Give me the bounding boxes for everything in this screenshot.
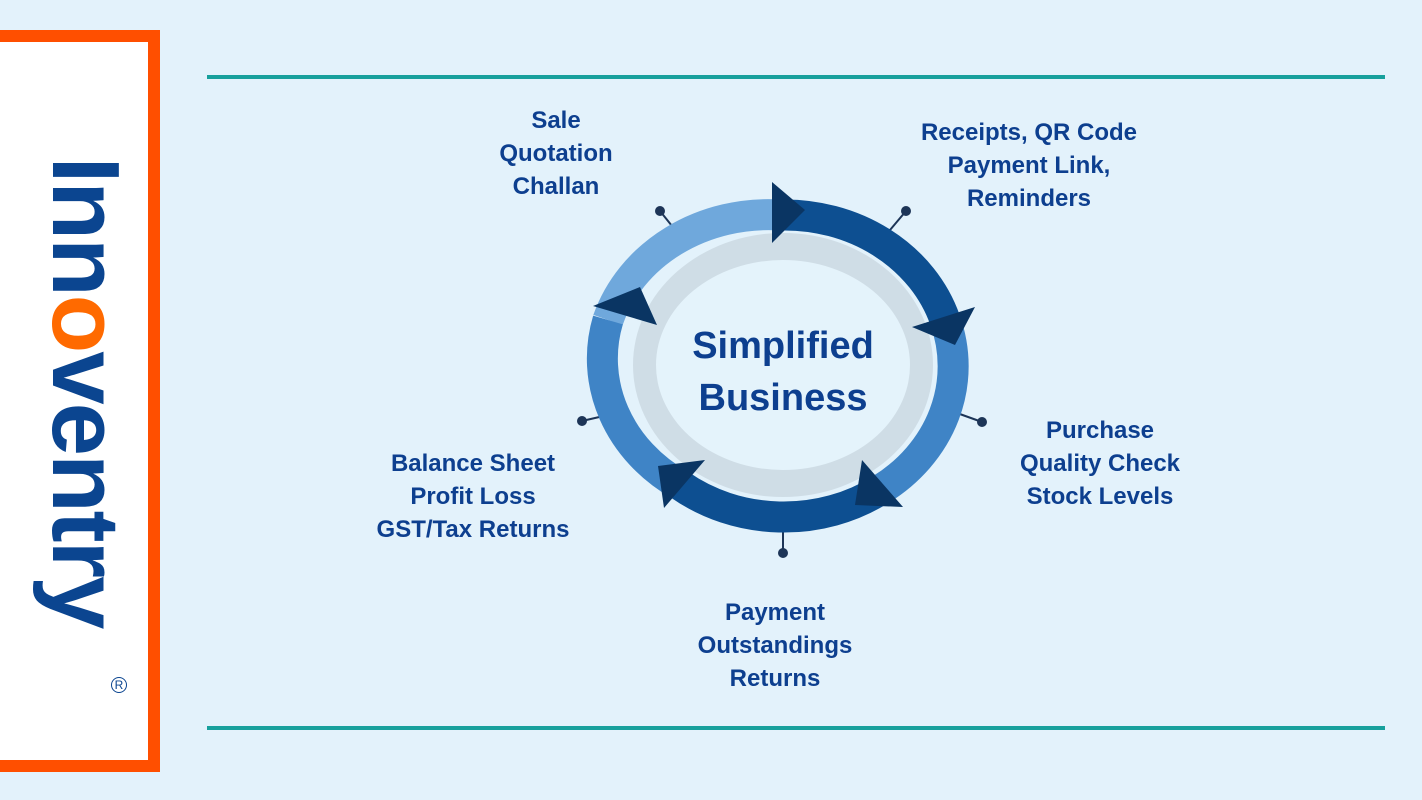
stage-line: Balance Sheet — [390, 450, 556, 477]
arrow-right — [912, 307, 975, 345]
stage-line: Stock Levels — [1026, 483, 1174, 510]
ring-segment-left — [586, 315, 688, 499]
stage-line: Payment Link, — [947, 152, 1111, 179]
center-line-1: Simplified — [692, 325, 874, 367]
ring-segment-top-right — [779, 199, 960, 326]
stage-receipts: Receipts, QR Code Payment Link, Reminder… — [921, 116, 1137, 215]
center-line-2: Business — [698, 377, 868, 419]
ring-segment-right — [871, 314, 969, 504]
arrow-left — [593, 287, 657, 325]
stage-line: Profit Loss — [410, 483, 536, 510]
stage-line: Returns — [729, 665, 821, 692]
arrow-bottom-right — [855, 460, 903, 507]
connector-dot — [577, 416, 587, 426]
registered-mark: R — [111, 677, 127, 693]
stage-line: Quotation — [499, 140, 613, 167]
center-title: Simplified Business — [692, 320, 874, 424]
stage-line: Challan — [512, 173, 600, 200]
bottom-divider — [207, 726, 1385, 730]
stage-purchase: Purchase Quality Check Stock Levels — [1020, 414, 1180, 513]
center-disc — [656, 260, 910, 470]
arrow-bottom-left — [658, 460, 705, 508]
stage-line: Outstandings — [697, 632, 853, 659]
stage-sales: Sale Quotation Challan — [499, 104, 612, 203]
connector-dot — [901, 206, 911, 216]
stage-line: Quality Check — [1019, 450, 1181, 477]
connector-dot — [778, 548, 788, 558]
stage-payment: Payment Outstandings Returns — [698, 596, 853, 695]
connector-dot — [655, 206, 665, 216]
logo-frame — [0, 30, 160, 772]
stage-line: Reminders — [966, 185, 1092, 212]
ring-segment-bottom — [671, 472, 889, 533]
stage-accounts: Balance Sheet Profit Loss GST/Tax Return… — [377, 447, 570, 546]
stage-line: Payment — [724, 599, 826, 626]
connector-dot — [977, 417, 987, 427]
stage-line: Sale — [531, 107, 581, 134]
stage-line: GST/Tax Returns — [376, 516, 570, 543]
arrow-top — [772, 182, 805, 243]
ring-segment-light — [593, 199, 781, 326]
stage-line: Receipts, QR Code — [920, 119, 1138, 146]
stage-line: Purchase — [1045, 417, 1155, 444]
top-divider — [207, 75, 1385, 79]
